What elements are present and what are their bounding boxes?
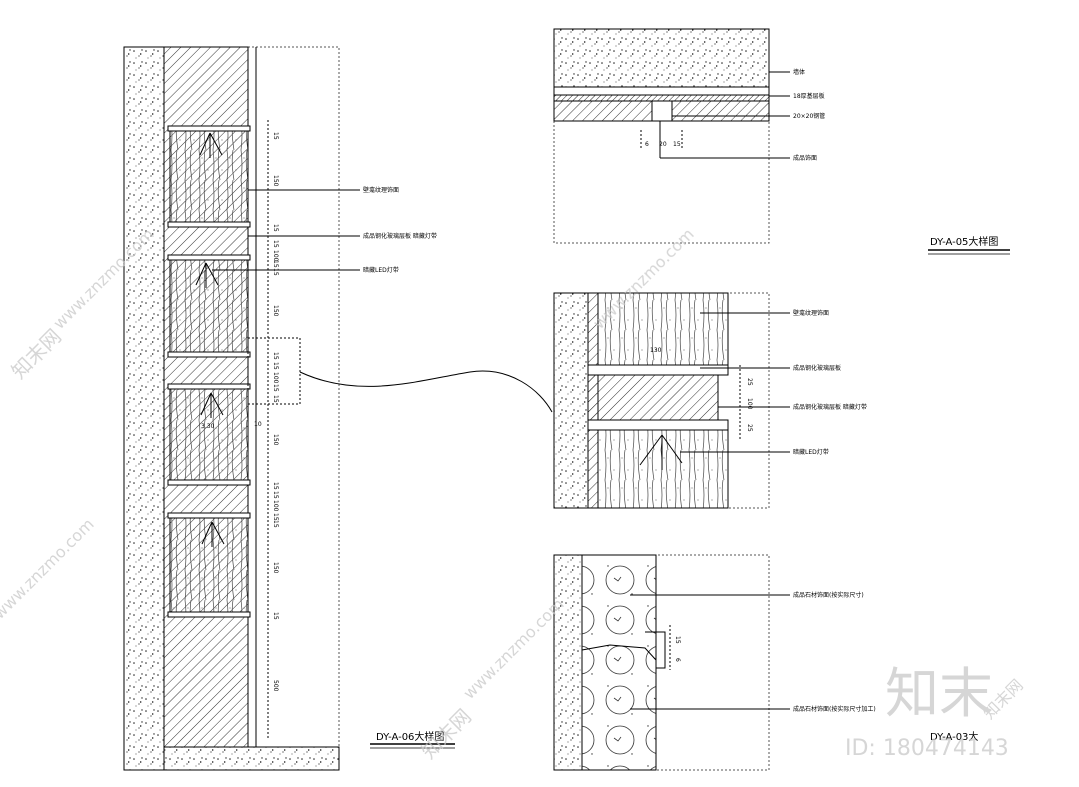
br-detail-title: DY-A-03大 [930, 730, 978, 743]
mr-dim-2: 25 [746, 378, 753, 386]
dim-1: 15 [272, 132, 279, 140]
left-niche-1 [167, 125, 251, 228]
mr-dim-4: 25 [746, 424, 753, 432]
tr-callout-board: 18厚基层板 [793, 92, 825, 100]
left-niche-2 [167, 254, 251, 358]
mr-callout-finish: 壁龛纹理饰面 [793, 309, 829, 317]
dim-8: 150 [272, 305, 279, 317]
tr-dim-1: 6 [645, 141, 649, 148]
mid-shelf-top [587, 364, 729, 376]
mr-callout-glass-led: 成品钢化玻璃层板 暗藏灯带 [793, 403, 867, 411]
tr-dim-2: 20 [659, 141, 667, 148]
top-right-detail: 6 20 15 墙体 18厚基层板 20×20钢管 成品饰面 DY-A-05大样… [553, 28, 1010, 255]
left-niche-4 [167, 512, 251, 618]
left-callouts: 壁龛纹理饰面 成品钢化玻璃层板 暗藏灯带 暗藏LED灯带 [212, 186, 437, 274]
mr-callout-glass: 成品钢化玻璃层板 [793, 364, 841, 372]
note-left: 3.30 [201, 423, 215, 430]
dim-20: 150 [272, 562, 279, 574]
watermark-id: ID: 180474143 [845, 736, 1009, 761]
watermark-brand-1: 知末网 [7, 324, 66, 383]
tr-callout-finish: 成品饰面 [793, 154, 817, 162]
dim-16: 15 [272, 491, 279, 499]
dim-15: 15 [272, 482, 279, 490]
detail-marker-box [247, 337, 301, 405]
callout-led: 暗藏LED灯带 [363, 266, 399, 274]
stone-panel [581, 554, 657, 771]
dim-5: 100 [272, 250, 279, 262]
left-detail-title: DY-A-06大样图 [376, 730, 444, 743]
steel-tube [651, 100, 673, 122]
tr-callout-wall: 墙体 [793, 68, 805, 76]
left-wall-concrete [123, 46, 165, 771]
note-right: 10 [254, 421, 262, 428]
dim-21: 15 [272, 612, 279, 620]
br-dim-2: 6 [674, 658, 681, 662]
mr-dim-1: 130 [650, 347, 662, 354]
mr-dim-3: 100 [746, 398, 753, 410]
dim-13: 15 [272, 395, 279, 403]
dim-9: 15 [272, 352, 279, 360]
dim-18: 15 [272, 513, 279, 521]
dim-7: 15 [272, 268, 279, 276]
tr-dim-3: 15 [673, 141, 681, 148]
dim-19: 15 [272, 520, 279, 528]
tr-callout-tube: 20×20钢管 [793, 112, 825, 120]
tr-detail-title: DY-A-05大样图 [930, 235, 998, 248]
dim-17: 100 [272, 500, 279, 512]
br-callout-1: 成品石材饰面(按实际尺寸) [793, 591, 864, 599]
dim-10: 15 [272, 362, 279, 370]
dim-3: 15 [272, 224, 279, 232]
watermark-logo: 知末 [885, 662, 993, 725]
watermark-site-2: www.znzmo.com [0, 515, 98, 623]
mr-callout-led: 暗藏LED灯带 [793, 448, 829, 456]
dim-6: 15 [272, 260, 279, 268]
leader-curve [299, 370, 553, 413]
dim-14: 150 [272, 434, 279, 446]
dim-11: 100 [272, 372, 279, 384]
br-callout-2: 成品石材饰面(按实际尺寸加工) [793, 705, 876, 713]
watermark-site-4: www.znzmo.com [459, 595, 567, 703]
ceiling-slab [553, 28, 770, 88]
callout-glass-shelf: 成品钢化玻璃层板 暗藏灯带 [363, 232, 437, 240]
left-niche-3 [167, 383, 251, 486]
dim-22: 500 [272, 680, 279, 692]
dim-2: 150 [272, 175, 279, 187]
br-dim-1: 15 [674, 636, 681, 644]
left-detail: 15 150 15 15 100 15 15 150 15 15 100 15 … [123, 46, 553, 771]
left-floor [163, 746, 340, 771]
mid-right-detail: 130 25 100 25 壁龛纹理饰面 成品钢化玻璃层板 成品钢化玻璃层板 暗… [553, 292, 867, 509]
dim-4: 15 [272, 240, 279, 248]
mid-shelf-core [587, 374, 719, 421]
bottom-right-detail: 15 6 成品石材饰面(按实际尺寸) 成品石材饰面(按实际尺寸加工) DY-A-… [553, 554, 978, 771]
mid-shelf-bottom [587, 419, 729, 431]
callout-niche-finish: 壁龛纹理饰面 [363, 186, 399, 194]
dim-12: 15 [272, 384, 279, 392]
